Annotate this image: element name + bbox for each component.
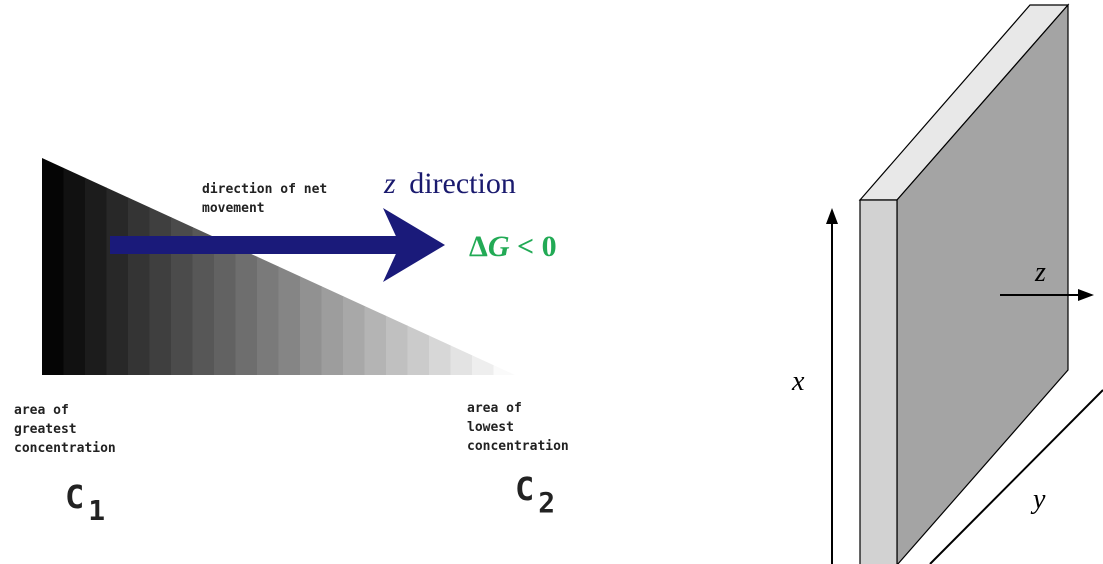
slab-side-face bbox=[859, 199, 898, 564]
gradient-stripe bbox=[106, 158, 129, 375]
delta-g-label: ΔG < 0 bbox=[469, 230, 557, 263]
greatest-concentration-line1: area of bbox=[14, 403, 69, 418]
net-movement-label-line2: movement bbox=[202, 201, 265, 216]
y-axis-line bbox=[929, 389, 1103, 564]
gradient-stripe bbox=[42, 158, 65, 375]
gradient-stripe bbox=[343, 158, 366, 375]
gradient-stripe bbox=[63, 158, 86, 375]
lowest-concentration-line2: lowest bbox=[467, 420, 514, 435]
y-axis-label: y bbox=[1030, 484, 1046, 515]
gradient-stripe bbox=[171, 158, 194, 375]
net-movement-label-line1: direction of net bbox=[202, 182, 327, 197]
slab bbox=[858, 3, 1070, 564]
greatest-concentration-line2: greatest bbox=[14, 422, 77, 437]
z-symbol: z bbox=[383, 167, 396, 200]
z-axis-arrow bbox=[1000, 289, 1094, 301]
c2-letter: C bbox=[515, 470, 534, 508]
x-axis-arrow bbox=[826, 208, 838, 564]
lowest-concentration-line1: area of bbox=[467, 401, 522, 416]
lowest-concentration-line3: concentration bbox=[467, 439, 569, 454]
delta-g-inequality: < 0 bbox=[509, 230, 556, 263]
gradient-stripe bbox=[128, 158, 151, 375]
x-axis-label: x bbox=[791, 366, 805, 397]
direction-word: direction bbox=[409, 167, 516, 200]
z-axis-label: z bbox=[1034, 257, 1046, 288]
delta-symbol: Δ bbox=[469, 230, 488, 263]
g-symbol: G bbox=[488, 230, 510, 263]
c1-subscript: 1 bbox=[88, 494, 105, 527]
gradient-stripe bbox=[149, 158, 172, 375]
c1-letter: C bbox=[65, 478, 84, 516]
gradient-stripe bbox=[85, 158, 108, 375]
net-movement-arrow bbox=[110, 208, 445, 282]
greatest-concentration-line3: concentration bbox=[14, 441, 116, 456]
z-direction-label: z direction bbox=[383, 167, 516, 200]
c2-subscript: 2 bbox=[538, 486, 555, 519]
